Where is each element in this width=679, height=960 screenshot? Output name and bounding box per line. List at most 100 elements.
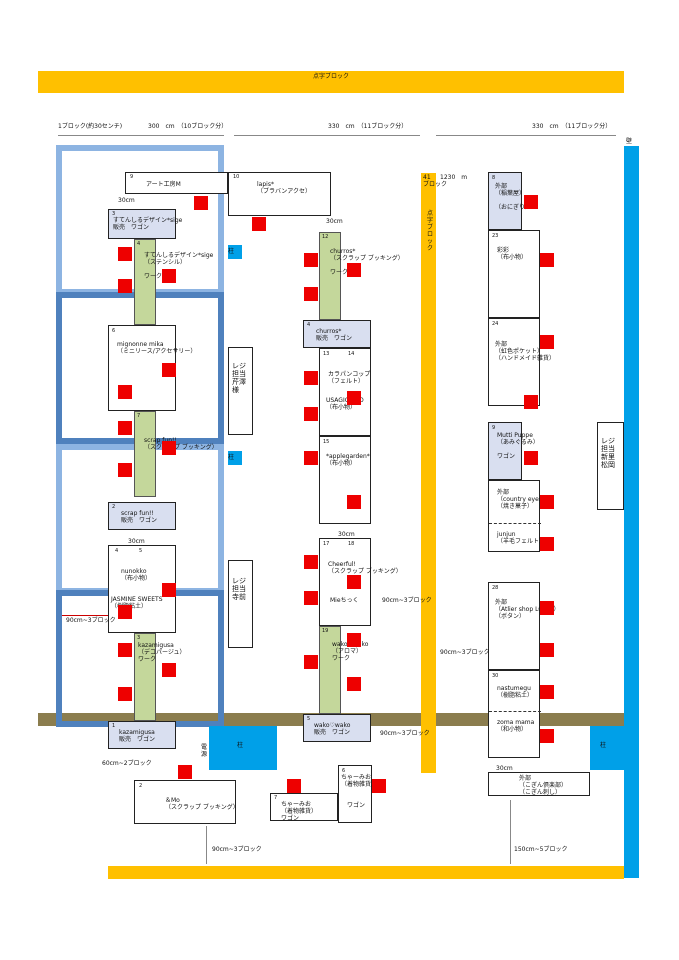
wagon-suten: 3 すてんしるデザイン*sige 販売 ワゴン bbox=[108, 209, 182, 239]
booth-chamio-wagon: 7 ちゃーみお （着物雑貨） ワゴン bbox=[270, 793, 338, 822]
booth-chamio: 6 ちゃーみお （着物雑貨） ワゴン bbox=[338, 765, 377, 823]
table-marker bbox=[347, 263, 361, 277]
table-marker bbox=[540, 685, 554, 699]
gap-90cm-mid: 90cm~3ブロック bbox=[382, 597, 432, 604]
booth-gaibu-niji: 24 外部 （虹色ポケット） （ハンドメイド雑貨） bbox=[488, 318, 555, 406]
table-marker bbox=[540, 537, 554, 551]
booth-nastumegu-zoma: 30 nastumegu （樹脂粘土） zoma mama （和小物） bbox=[488, 670, 541, 758]
dim-30cm-e: 30cm bbox=[496, 765, 513, 772]
booth-apple: 15 *applegarden* （布小物） bbox=[319, 436, 371, 524]
table-marker bbox=[162, 269, 176, 283]
booth-gaibu-inaba: 8 外部 （稲葉屋） （おにぎり） bbox=[488, 172, 531, 230]
table-marker bbox=[540, 643, 554, 657]
dim-30cm-b: 30cm bbox=[128, 538, 145, 545]
table-marker bbox=[304, 287, 318, 301]
table-marker bbox=[347, 575, 361, 589]
work-churros bbox=[319, 232, 341, 320]
booth-lapis: 10 lapis* （ブラバンアクセ） bbox=[228, 172, 331, 216]
wall-label: 壁 bbox=[626, 138, 633, 145]
table-marker bbox=[118, 605, 132, 619]
booth-gaibu-atelier: 28 外部 （Atlier shop LOGIC） （ボタン） bbox=[488, 582, 560, 670]
dim-label-2: 330 cm （11ブロック分） bbox=[328, 123, 408, 130]
table-marker bbox=[118, 247, 132, 261]
table-marker bbox=[194, 196, 208, 210]
wagon-kaza: 1 kazamigusa 販売 ワゴン bbox=[108, 721, 176, 749]
gap-150cm: 150cm~5ブロック bbox=[514, 846, 568, 853]
table-marker bbox=[540, 601, 554, 615]
dim-label-1: 300 cm （10ブロック分） bbox=[148, 123, 228, 130]
work-wako bbox=[319, 626, 341, 714]
booth-country-junjun: 外部 （country eyes） （焼き菓子） junjun （羊毛フェルト） bbox=[488, 480, 548, 552]
table-marker bbox=[540, 335, 554, 349]
booth-atelier-m: 9 アート工房M bbox=[125, 172, 228, 194]
gap-60cm: 60cm~2ブロック bbox=[102, 760, 152, 767]
table-marker bbox=[372, 779, 386, 793]
table-marker bbox=[118, 279, 132, 293]
table-marker bbox=[524, 195, 538, 209]
pillar-right: 柱 bbox=[590, 726, 624, 770]
booth-karapan-usagi: 13 14 カラパンコップ （フェルト） USAGIGUMO （布小物） bbox=[319, 348, 371, 436]
work-kaza-label: kazamigusa （デコパージュ） ワーク bbox=[138, 642, 186, 663]
work-scrap bbox=[134, 411, 156, 497]
table-marker bbox=[304, 253, 318, 267]
gap-90cm-right: 90cm~3ブロック bbox=[440, 649, 490, 656]
pillar-power: 柱 bbox=[209, 726, 277, 770]
tactile-block-vertical bbox=[421, 173, 436, 773]
table-marker bbox=[347, 495, 361, 509]
table-marker bbox=[162, 441, 176, 455]
booth-cheerful-mie: 17 18 Cheerful! （スクラップ ブッキング） Mieちっく bbox=[319, 538, 402, 626]
pillar-small-2: 柱 bbox=[228, 451, 242, 465]
table-marker bbox=[524, 451, 538, 465]
table-marker bbox=[524, 395, 538, 409]
table-marker bbox=[304, 591, 318, 605]
gap-90cm-bottom-left: 90cm~3ブロック bbox=[212, 846, 262, 853]
work-suten bbox=[134, 239, 156, 325]
table-marker bbox=[347, 633, 361, 647]
booth-mutti: 9 Mutti Puppe （あみぐるみ） ワゴン bbox=[488, 422, 539, 480]
tactile-block-top: 点字ブロック bbox=[38, 71, 624, 93]
tactile-block-bottom bbox=[108, 866, 624, 879]
table-marker bbox=[118, 643, 132, 657]
gap-90cm-mid2: 90cm~3ブロック bbox=[380, 730, 430, 737]
wagon-scrap: 2 scrap fun!! 販売 ワゴン bbox=[108, 502, 176, 530]
table-marker bbox=[118, 463, 132, 477]
work-scrap-label: scrap fun!! （スクラップ ブッキング） bbox=[144, 437, 218, 451]
register-box-1: レジ 担当 芹澤 様 bbox=[228, 347, 253, 435]
table-marker bbox=[118, 385, 132, 399]
tactile-block-label: 点字ブロック bbox=[312, 73, 349, 80]
register-box-2: レジ 担当 寺前 bbox=[228, 560, 253, 648]
booth-gaibu-kogin: 外部 （こぎん倶楽部） （こぎん刺し） bbox=[488, 772, 590, 796]
table-marker bbox=[252, 217, 266, 231]
table-marker bbox=[347, 391, 361, 405]
wagon-churros: 4 churros* 販売 ワゴン bbox=[303, 320, 371, 348]
dim-30cm-c: 30cm bbox=[326, 218, 343, 225]
booth-amo: 2 ＆Mo （スクラップ ブッキング） bbox=[134, 780, 239, 824]
table-marker bbox=[118, 687, 132, 701]
tactile-num: 41 ブロック bbox=[423, 174, 448, 188]
table-marker bbox=[304, 655, 318, 669]
dim-30cm-d: 30cm bbox=[338, 531, 355, 538]
table-marker bbox=[540, 253, 554, 267]
pillar-small-1: 柱 bbox=[228, 245, 242, 259]
table-marker bbox=[287, 779, 301, 793]
dim-label-3: 330 cm （11ブロック分） bbox=[532, 123, 612, 130]
table-marker bbox=[304, 555, 318, 569]
table-marker bbox=[304, 407, 318, 421]
dim-line-1 bbox=[58, 135, 224, 136]
table-marker bbox=[540, 729, 554, 743]
table-marker bbox=[540, 495, 554, 509]
table-marker bbox=[118, 421, 132, 435]
tactile-vertical-label: 点 字 ブ ロ ッ ク bbox=[427, 210, 434, 252]
dim-line-2 bbox=[234, 135, 420, 136]
table-marker bbox=[304, 371, 318, 385]
wagon-wako: 5 wako♡wako 販売 ワゴン bbox=[303, 714, 371, 742]
work-kaza bbox=[134, 633, 156, 721]
booth-saisai: 23 彩彩 （布小物） bbox=[488, 230, 540, 318]
dim-30cm-a: 30cm bbox=[118, 197, 135, 204]
work-suten-label: すてんしるデザイン*sige （ステンシル） ワーク bbox=[144, 252, 214, 280]
table-marker bbox=[162, 583, 176, 597]
tactile-length: 1230 m bbox=[440, 174, 468, 181]
dim-line-3 bbox=[436, 135, 616, 136]
table-marker bbox=[347, 677, 361, 691]
wall-right bbox=[624, 146, 639, 878]
